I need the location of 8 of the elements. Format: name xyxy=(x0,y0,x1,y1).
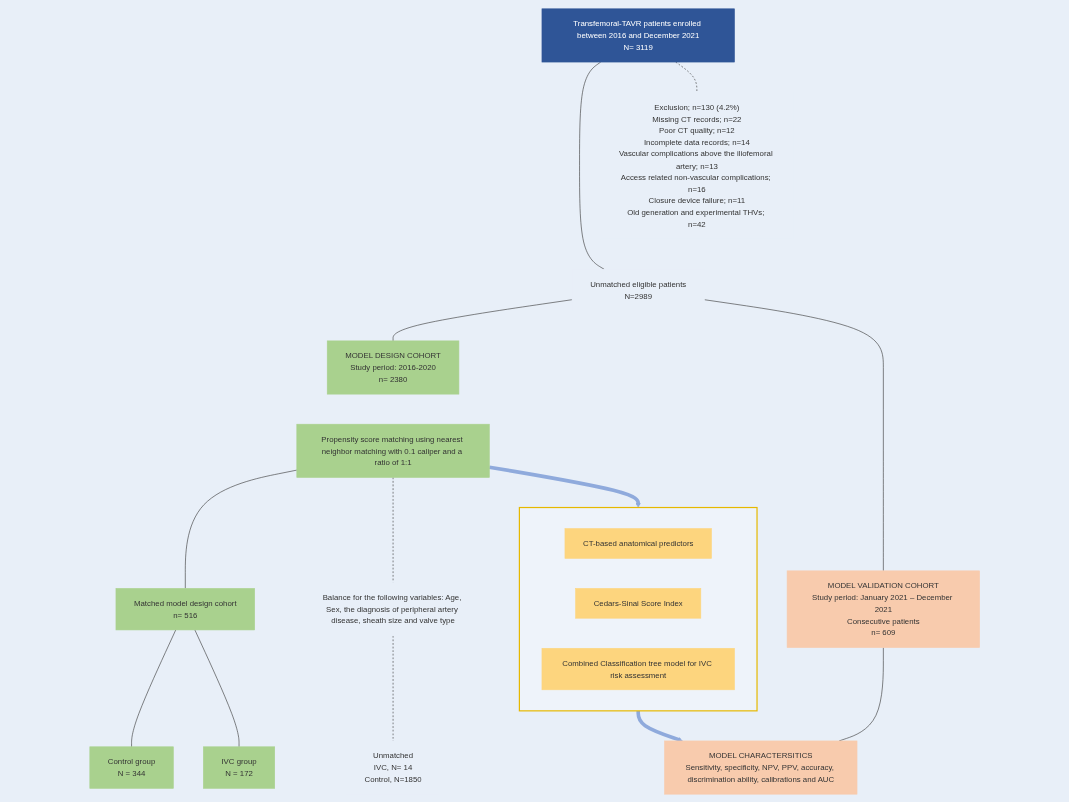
connector xyxy=(392,298,573,341)
cluster xyxy=(518,506,758,711)
arrow xyxy=(636,710,683,742)
connector xyxy=(184,469,297,589)
connector xyxy=(703,298,884,571)
connector xyxy=(194,629,240,747)
arrow xyxy=(488,464,641,508)
connector xyxy=(131,629,176,747)
